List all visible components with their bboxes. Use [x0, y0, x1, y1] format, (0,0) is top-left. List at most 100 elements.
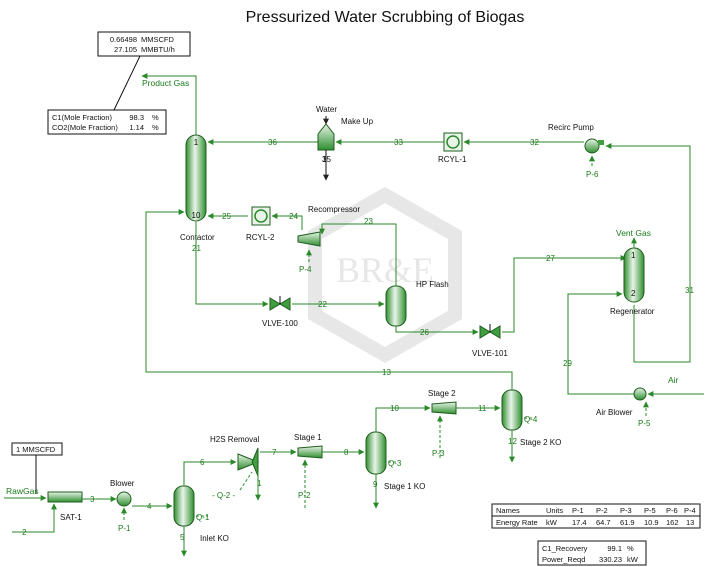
- stream-21[interactable]: [195, 222, 269, 307]
- stream-12[interactable]: 12: [508, 430, 517, 463]
- stream-8[interactable]: 8: [322, 448, 365, 457]
- svg-text:1: 1: [631, 251, 636, 260]
- stream-25[interactable]: 25: [207, 212, 248, 221]
- q-4-energy[interactable]: Q-4: [524, 415, 538, 424]
- raw-gas-stream[interactable]: RawGas: [4, 486, 47, 501]
- composition-box: C1(Mole Fraction) 98.3 % CO2(Mole Fracti…: [47, 109, 167, 135]
- stream-7[interactable]: 7: [260, 448, 297, 457]
- stream-3[interactable]: 3: [82, 495, 117, 504]
- contactor-column[interactable]: 1 10 Contactor 21: [180, 134, 215, 253]
- svg-text:330.23: 330.23: [599, 555, 622, 564]
- product-gas-stream[interactable]: Product Gas: [141, 73, 197, 140]
- air-blower[interactable]: Air Blower: [596, 387, 647, 417]
- svg-text:11: 11: [478, 404, 487, 413]
- vlve-101-valve[interactable]: VLVE-101: [472, 324, 508, 358]
- svg-text:RCYL-1: RCYL-1: [438, 155, 467, 164]
- svg-text:H2S Removal: H2S Removal: [210, 435, 260, 444]
- svg-text:P-5: P-5: [638, 419, 651, 428]
- p-2-energy[interactable]: P-2: [298, 459, 311, 508]
- svg-text:Q-4: Q-4: [524, 415, 538, 424]
- p-3-energy[interactable]: P-3: [432, 415, 445, 458]
- p-1-energy[interactable]: P-1: [118, 507, 131, 533]
- q-2-energy[interactable]: - Q-2 -: [212, 471, 253, 500]
- stream-23[interactable]: 23: [319, 217, 397, 290]
- stream-13[interactable]: 13: [145, 209, 513, 392]
- svg-text:6: 6: [200, 458, 205, 467]
- vent-gas-stream[interactable]: Vent Gas: [616, 228, 651, 248]
- svg-text:Names: Names: [496, 506, 520, 515]
- sat-1-saturator[interactable]: SAT-1: [47, 491, 83, 522]
- rcyl-1-recycle[interactable]: RCYL-1: [438, 132, 467, 164]
- svg-text:MMBTU/h: MMBTU/h: [141, 45, 175, 54]
- p-4-energy[interactable]: P-4: [299, 249, 312, 274]
- stream-1-liquid[interactable]: 1: [255, 472, 262, 501]
- stream-6[interactable]: 6: [183, 458, 237, 486]
- stream-11[interactable]: 11: [456, 404, 501, 413]
- stream-4[interactable]: 4: [132, 502, 173, 511]
- stream-24[interactable]: 24: [271, 212, 303, 230]
- svg-text:22: 22: [318, 300, 327, 309]
- svg-text:Stage 1 KO: Stage 1 KO: [384, 482, 425, 491]
- svg-text:P-1: P-1: [118, 524, 131, 533]
- svg-text:32: 32: [530, 138, 539, 147]
- stream-31[interactable]: 31: [605, 143, 694, 363]
- stage-1-compressor[interactable]: Stage 1: [294, 433, 323, 459]
- svg-text:3: 3: [90, 495, 95, 504]
- svg-text:HP Flash: HP Flash: [416, 280, 449, 289]
- svg-text:VLVE-100: VLVE-100: [262, 319, 298, 328]
- svg-text:Q-1: Q-1: [196, 513, 210, 522]
- svg-text:29: 29: [563, 359, 572, 368]
- p-6-energy[interactable]: P-6: [586, 155, 599, 179]
- stream-5[interactable]: 5: [180, 526, 187, 557]
- stream-27[interactable]: 27: [502, 254, 627, 333]
- svg-text:4: 4: [147, 502, 152, 511]
- svg-text:7: 7: [272, 448, 277, 457]
- p-5-energy[interactable]: P-5: [638, 401, 651, 428]
- svg-text:P-4: P-4: [299, 265, 312, 274]
- stream-22[interactable]: 22: [292, 300, 385, 309]
- make-up-mixer[interactable]: Water Make Up 1: [316, 105, 374, 164]
- stream-32[interactable]: 32: [463, 138, 584, 147]
- svg-text:Water: Water: [316, 105, 337, 114]
- svg-text:Air: Air: [668, 375, 679, 385]
- stream-10[interactable]: 10: [375, 404, 431, 432]
- feed-rate-box: 1 MMSCFD: [11, 442, 63, 456]
- stream-36[interactable]: 36: [207, 138, 318, 147]
- recompressor[interactable]: Recompressor: [297, 205, 360, 247]
- svg-text:%: %: [627, 544, 634, 553]
- q-3-energy[interactable]: Q-3: [388, 459, 402, 468]
- stream-26[interactable]: 26: [395, 326, 479, 337]
- svg-text:Make Up: Make Up: [341, 117, 374, 126]
- stream-33[interactable]: 33: [335, 138, 444, 147]
- stream-35[interactable]: 35: [322, 150, 331, 181]
- svg-text:kW: kW: [546, 518, 558, 527]
- svg-text:P-1: P-1: [572, 506, 584, 515]
- rcyl-2-recycle[interactable]: RCYL-2: [246, 206, 275, 242]
- svg-text:2: 2: [631, 289, 636, 298]
- svg-text:MMSCFD: MMSCFD: [141, 35, 174, 44]
- stream-2[interactable]: 2: [12, 503, 57, 537]
- recirc-pump[interactable]: Recirc Pump: [548, 123, 604, 154]
- svg-text:P-5: P-5: [644, 506, 656, 515]
- regenerator-column[interactable]: 1 2 Regenerator: [610, 247, 655, 316]
- svg-text:10.9: 10.9: [644, 518, 659, 527]
- stream-9[interactable]: 9: [373, 474, 379, 509]
- blower[interactable]: Blower: [110, 479, 135, 507]
- h2s-removal-unit[interactable]: H2S Removal: [210, 435, 260, 477]
- svg-text:8: 8: [344, 448, 349, 457]
- svg-text:35: 35: [322, 155, 331, 164]
- stage-2-compressor[interactable]: Stage 2: [428, 389, 457, 415]
- stream-29[interactable]: 29: [563, 291, 634, 395]
- svg-text:Contactor: Contactor: [180, 233, 215, 242]
- vlve-100-valve[interactable]: VLVE-100: [262, 296, 298, 328]
- svg-text:99.1: 99.1: [607, 544, 622, 553]
- svg-text:Stage 2 KO: Stage 2 KO: [520, 438, 561, 447]
- svg-text:1.14: 1.14: [129, 123, 144, 132]
- svg-text:Energy Rate: Energy Rate: [496, 518, 538, 527]
- svg-text:2: 2: [22, 528, 27, 537]
- q-1-energy[interactable]: Q-1: [196, 513, 210, 522]
- svg-text:23: 23: [364, 217, 373, 226]
- svg-text:61.9: 61.9: [620, 518, 635, 527]
- air-stream[interactable]: Air: [647, 375, 704, 397]
- svg-text:P-2: P-2: [596, 506, 608, 515]
